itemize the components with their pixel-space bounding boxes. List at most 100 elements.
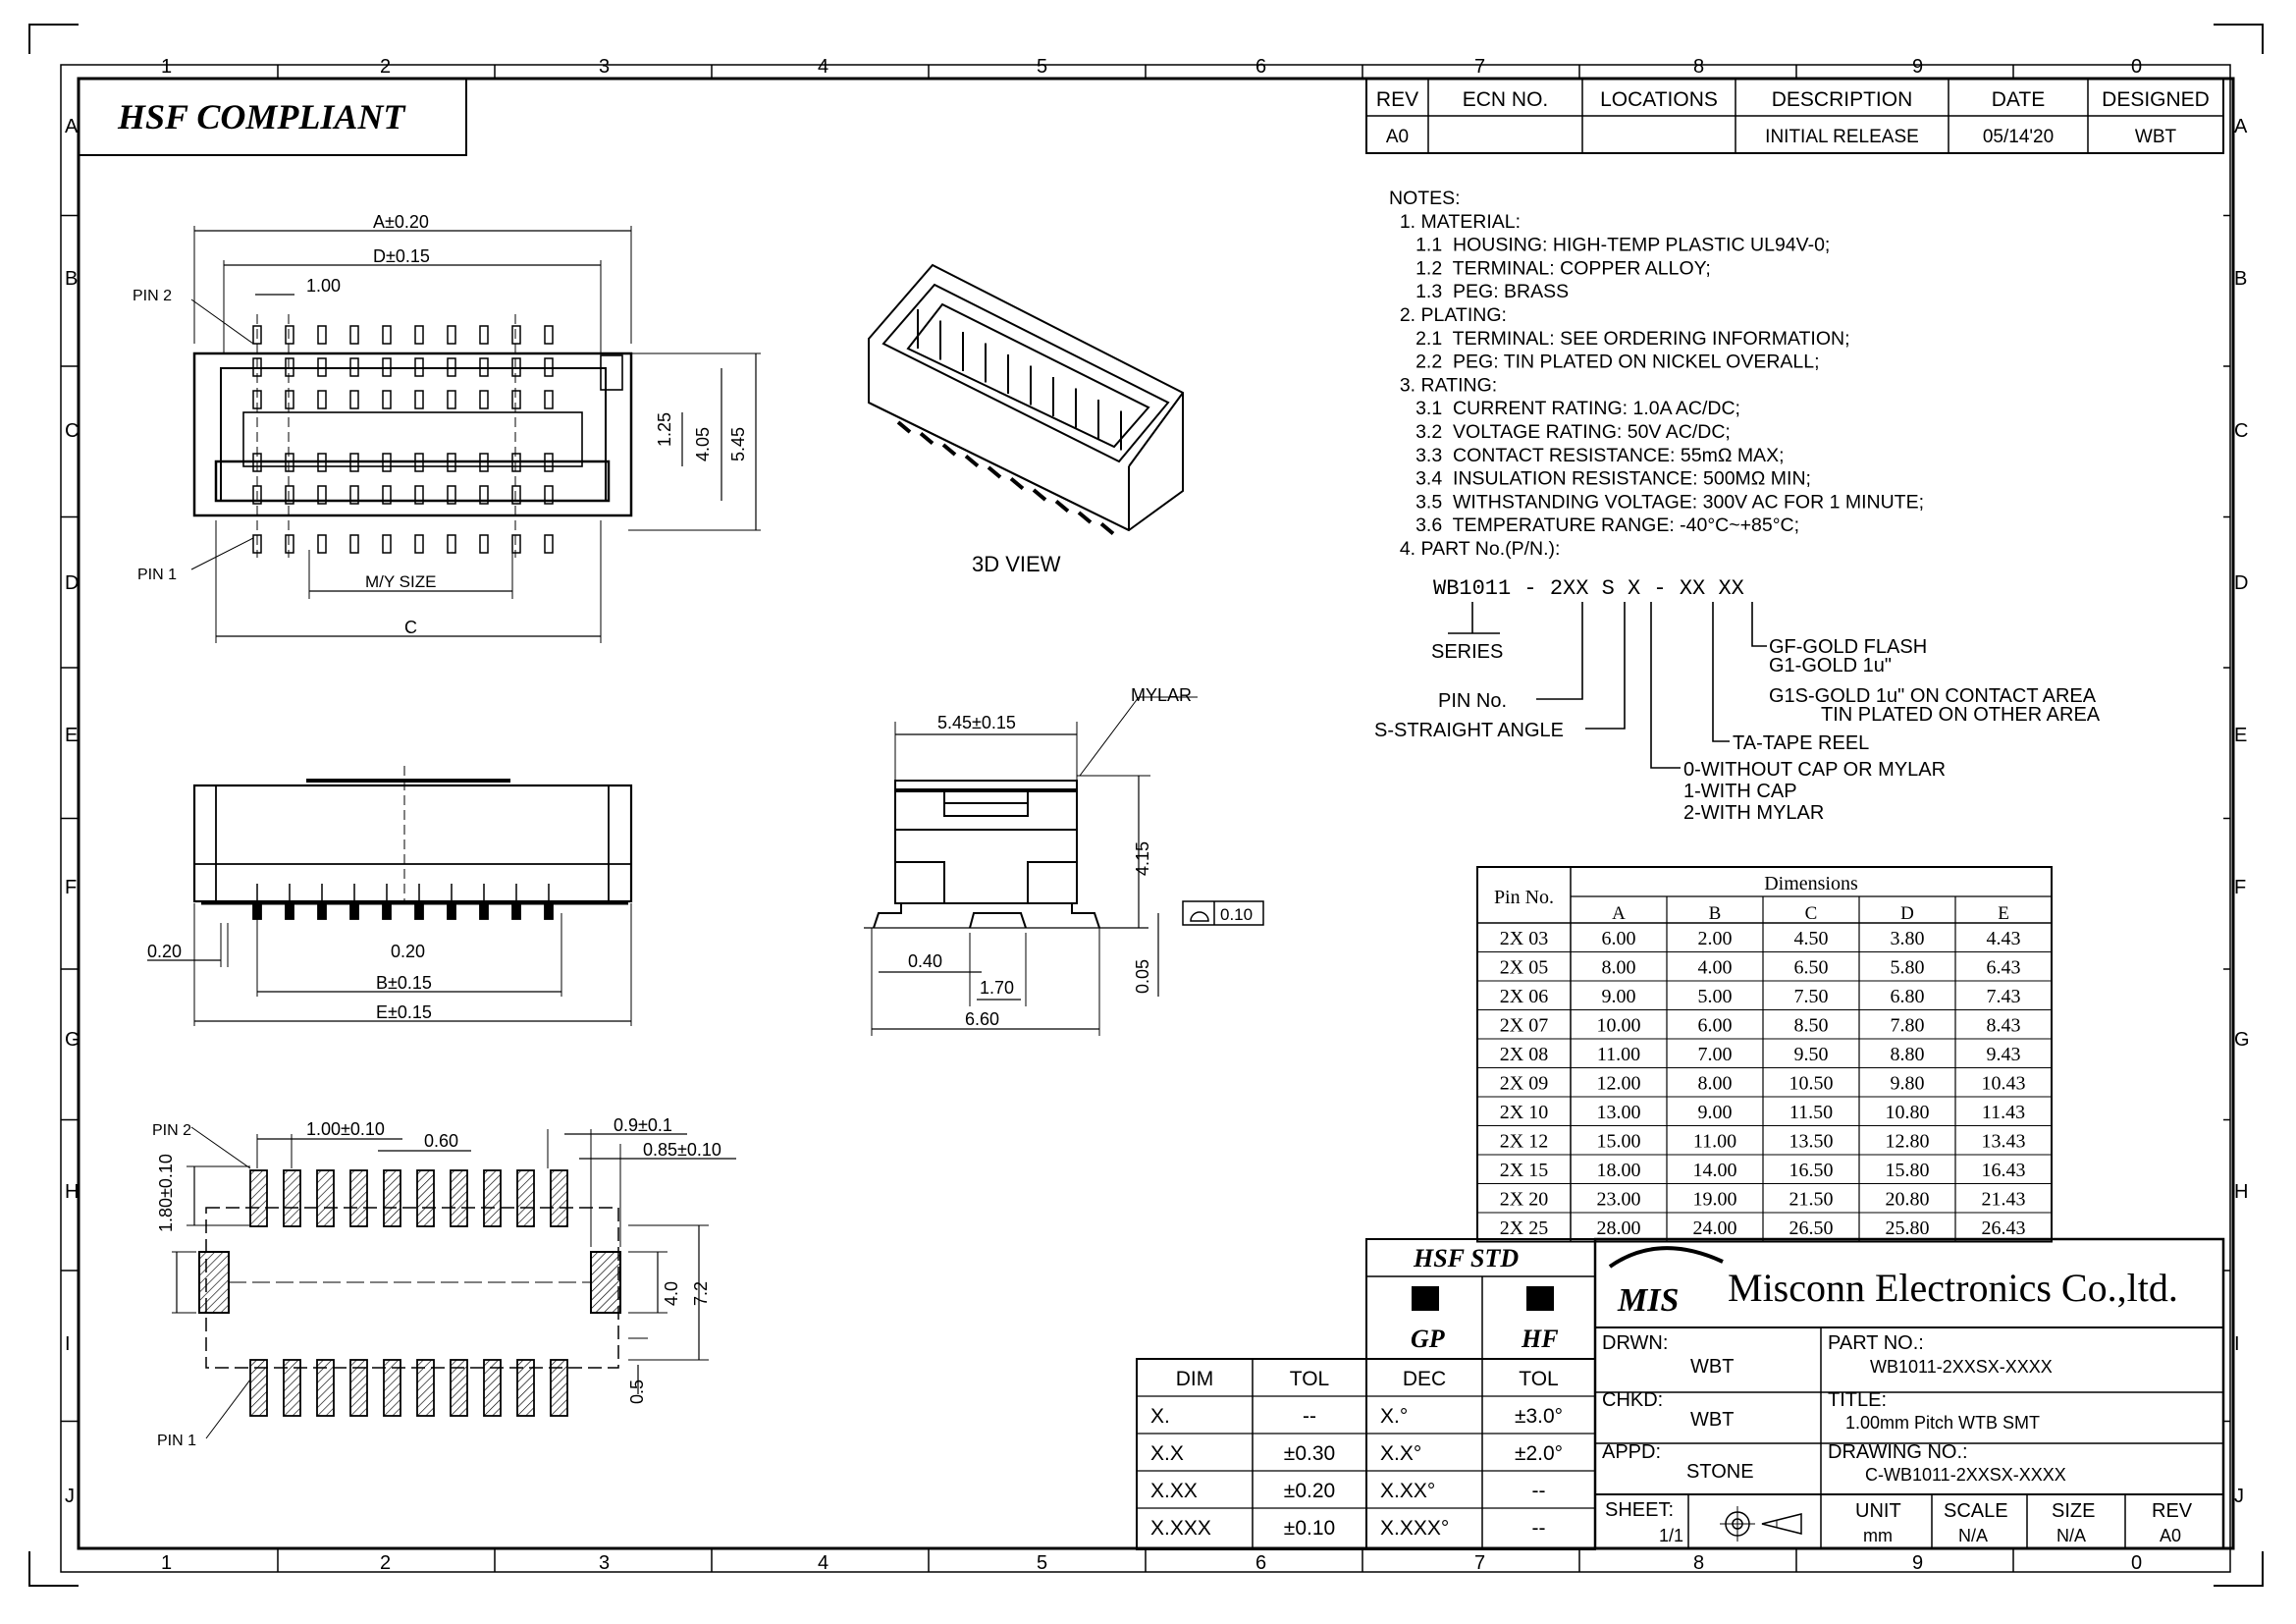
pcb-pad-top — [416, 1169, 435, 1227]
dims-value-cell: 9.50 — [1794, 1044, 1829, 1065]
dims-pin-cell: 2X 12 — [1500, 1131, 1548, 1153]
pcb-pad-top — [283, 1169, 301, 1227]
pcb-d09: 0.9±0.1 — [614, 1115, 672, 1135]
dims-value-cell: 26.43 — [1982, 1218, 2026, 1239]
pcb-pin2: PIN 2 — [152, 1122, 191, 1139]
top-pin — [349, 485, 359, 505]
dims-value-cell: 8.50 — [1794, 1015, 1829, 1037]
note-line: 2.1 TERMINAL: SEE ORDERING INFORMATION; — [1389, 328, 1850, 350]
dims-value-cell: 26.50 — [1789, 1218, 1834, 1239]
pitch-dim: 1.00 — [306, 276, 341, 296]
top-pin — [349, 534, 359, 554]
mylar-label: MYLAR — [1131, 685, 1192, 705]
zone-row-right: F — [2234, 877, 2246, 898]
pcb-pad-bottom — [316, 1359, 335, 1417]
pcb-pad-top — [483, 1169, 502, 1227]
dims-value-cell: 8.00 — [1698, 1073, 1733, 1095]
dims-pin-cell: 2X 05 — [1500, 957, 1548, 979]
tol-row-cell: X.XXX° — [1380, 1517, 1449, 1540]
pcb-pad-h: 1.80±0.10 — [156, 1154, 176, 1232]
dims-value-cell: 8.80 — [1891, 1044, 1925, 1065]
pin-3d-foot — [964, 454, 980, 468]
company-name: Misconn Electronics Co.,ltd. — [1728, 1266, 2178, 1310]
dims-value-cell: 10.50 — [1789, 1073, 1834, 1095]
tol-header-cell: DIM — [1176, 1368, 1214, 1390]
front-pin — [349, 900, 359, 920]
dims-value-cell: 10.00 — [1597, 1015, 1641, 1037]
unit-value: mm — [1863, 1526, 1893, 1545]
zone-row-left: F — [65, 877, 77, 898]
tape-label: TA-TAPE REEL — [1733, 732, 1869, 754]
dim-405: 4.05 — [693, 427, 713, 461]
dims-value-cell: 10.43 — [1982, 1073, 2026, 1095]
top-pin — [479, 453, 489, 472]
pcb-pad-top — [316, 1169, 335, 1227]
top-pin — [414, 325, 424, 345]
zone-col-bottom: 2 — [380, 1552, 391, 1574]
dims-value-cell: 7.00 — [1698, 1044, 1733, 1065]
side-d040: 0.40 — [908, 951, 942, 971]
top-pin — [382, 534, 392, 554]
tol-row-cell: ±0.10 — [1284, 1517, 1335, 1540]
pcb-pad-w: 0.60 — [424, 1131, 458, 1151]
zone-row-left: H — [65, 1181, 79, 1203]
coplanarity: 0.10 — [1220, 905, 1253, 924]
top-pin — [414, 390, 424, 409]
zone-row-left: E — [65, 725, 78, 746]
top-pin — [447, 325, 456, 345]
dims-value-cell: 4.43 — [1987, 928, 2021, 949]
dims-value-cell: 3.80 — [1891, 928, 1925, 949]
logo-text: MIS — [1617, 1282, 1679, 1319]
zone-row-right: E — [2234, 725, 2247, 746]
top-pin — [479, 325, 489, 345]
tol-row-cell: -- — [1532, 1517, 1546, 1540]
zone-row-left: C — [65, 420, 79, 442]
top-pin — [317, 453, 327, 472]
pcb-pad-bottom — [283, 1359, 301, 1417]
pin-3d-foot — [896, 420, 912, 434]
note-line: 3.5 WITHSTANDING VOLTAGE: 300V AC FOR 1 … — [1389, 491, 1924, 513]
dims-value-cell: 11.43 — [1982, 1102, 2025, 1123]
dims-value-cell: 11.00 — [1693, 1131, 1736, 1153]
pin-3d-foot — [1032, 488, 1047, 502]
top-pin — [447, 390, 456, 409]
dims-value-cell: 7.50 — [1794, 986, 1829, 1007]
pin-3d-foot — [941, 443, 957, 457]
top-pin — [317, 325, 327, 345]
dims-col-header: E — [1998, 903, 2009, 924]
dims-value-cell: 4.00 — [1698, 957, 1733, 979]
zone-col-bottom: 4 — [818, 1552, 828, 1574]
drawing-no-label: DRAWING NO.: — [1828, 1441, 1968, 1463]
dim-e: E±0.15 — [376, 1002, 432, 1022]
front-pin — [285, 900, 294, 920]
top-pin — [349, 453, 359, 472]
zone-col-bottom: 0 — [2131, 1552, 2142, 1574]
dims-value-cell: 23.00 — [1597, 1189, 1641, 1211]
side-view — [864, 696, 1264, 1036]
tol-row-cell: X. — [1150, 1405, 1170, 1428]
top-pin — [544, 453, 554, 472]
dims-value-cell: 8.00 — [1602, 957, 1636, 979]
dims-pin-cell: 2X 10 — [1500, 1102, 1548, 1123]
rev-header-cell: REV — [1376, 88, 1418, 111]
note-line: 2. PLATING: — [1389, 304, 1507, 326]
tol-row-cell: ±3.0° — [1515, 1405, 1563, 1428]
top-pin — [511, 453, 521, 472]
tol-row-cell: ±2.0° — [1515, 1442, 1563, 1465]
top-pin — [285, 485, 294, 505]
zone-row-left: I — [65, 1333, 71, 1355]
part-code: WB1011 - 2XX S X - XX XX — [1433, 576, 1744, 601]
title-value: 1.00mm Pitch WTB SMT — [1845, 1413, 2040, 1433]
zone-col-bottom: 9 — [1912, 1552, 1923, 1574]
front-pin — [479, 900, 489, 920]
top-pin — [317, 390, 327, 409]
dims-pin-cell: 2X 07 — [1500, 1015, 1548, 1037]
top-pin — [317, 485, 327, 505]
rev-header-cell: DESIGNED — [2102, 88, 2210, 111]
zone-col-bottom: 5 — [1037, 1552, 1047, 1574]
pin-3d-foot — [987, 465, 1002, 479]
top-pin — [479, 390, 489, 409]
dims-value-cell: 11.00 — [1597, 1044, 1640, 1065]
top-pin — [349, 325, 359, 345]
dims-value-cell: 20.80 — [1886, 1189, 1930, 1211]
